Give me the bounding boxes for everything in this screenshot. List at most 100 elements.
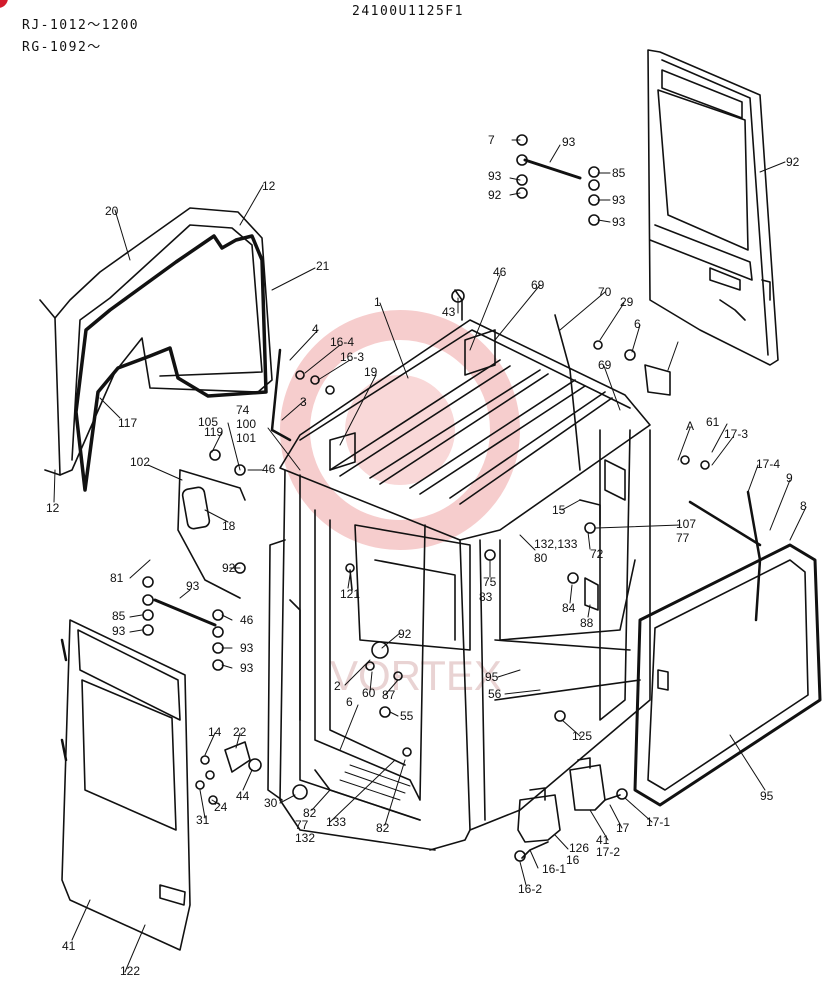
callout-132: 132	[295, 831, 315, 845]
callout-16-3: 16-3	[340, 350, 364, 364]
left-door-group	[60, 619, 191, 951]
callout-16-2: 16-2	[518, 882, 542, 896]
corner-mark	[0, 0, 8, 8]
callout-133: 133	[326, 815, 346, 829]
callout-22: 22	[233, 725, 247, 739]
callout-95: 95	[760, 789, 774, 803]
callout-19: 19	[364, 365, 378, 379]
callout-85: 85	[612, 166, 626, 180]
callout-3: 3	[300, 395, 307, 409]
callout-87: 87	[382, 688, 396, 702]
callout-17-2: 17-2	[596, 845, 620, 859]
right-window-group	[633, 490, 822, 807]
callout-12: 12	[262, 179, 276, 193]
callout-93: 93	[186, 579, 200, 593]
callout-105: 105	[198, 415, 218, 429]
callout-74: 74	[236, 403, 250, 417]
gas-strut-lower	[142, 576, 224, 671]
callout-93: 93	[240, 661, 254, 675]
callout-15: 15	[552, 503, 566, 517]
callout-4: 4	[312, 322, 319, 336]
mirror-group	[177, 449, 246, 599]
callout-70: 70	[598, 285, 612, 299]
callout-46: 46	[493, 265, 507, 279]
callout-92: 92	[222, 561, 236, 575]
callout-56: 56	[488, 687, 502, 701]
cab-body-group	[267, 319, 651, 851]
callout-93: 93	[240, 641, 254, 655]
callout-77: 77	[295, 818, 309, 832]
callout-44: 44	[236, 789, 250, 803]
callout-8: 8	[800, 499, 807, 513]
callout-12: 12	[46, 501, 60, 515]
callout-43: 43	[442, 305, 456, 319]
callout-93: 93	[612, 193, 626, 207]
callout-7: 7	[488, 133, 495, 147]
callout-41: 41	[596, 833, 610, 847]
callout-84: 84	[562, 601, 576, 615]
callout-75: 75	[483, 575, 497, 589]
callout-A: A	[686, 419, 694, 433]
callout-17-4: 17-4	[756, 457, 780, 471]
callout-92: 92	[786, 155, 800, 169]
callout-46: 46	[240, 613, 254, 627]
callout-16: 16	[566, 853, 580, 867]
callout-125: 125	[572, 729, 592, 743]
callout-81: 81	[110, 571, 124, 585]
callout-46: 46	[262, 462, 276, 476]
callout-17-1: 17-1	[646, 815, 670, 829]
callout-69: 69	[531, 278, 545, 292]
callout-61: 61	[706, 415, 720, 429]
window-seal-group	[74, 234, 268, 492]
callout-6: 6	[634, 317, 641, 331]
callout-83: 83	[479, 590, 493, 604]
callout-17-3: 17-3	[724, 427, 748, 441]
callout-41: 41	[62, 939, 76, 953]
callout-82: 82	[303, 806, 317, 820]
callout-30: 30	[264, 796, 278, 810]
callout-92: 92	[488, 188, 502, 202]
callout-126: 126	[569, 841, 589, 855]
watermark-logo: VORTEX	[280, 310, 520, 699]
callout-122: 122	[120, 964, 140, 978]
callout-119: 119	[204, 425, 223, 439]
callout-55: 55	[400, 709, 414, 723]
callout-95: 95	[485, 670, 499, 684]
callout-6: 6	[346, 695, 353, 709]
callout-20: 20	[105, 204, 119, 218]
callout-17: 17	[616, 821, 630, 835]
callout-132-133: 132,133	[534, 537, 578, 551]
callout-101: 101	[236, 431, 256, 445]
callout-2: 2	[334, 679, 341, 693]
callout-93: 93	[488, 169, 502, 183]
callout-100: 100	[236, 417, 256, 431]
callout-80: 80	[534, 551, 548, 565]
callout-93: 93	[112, 624, 126, 638]
hardware-group	[195, 289, 710, 862]
callout-92: 92	[398, 627, 412, 641]
callout-88: 88	[580, 616, 594, 630]
callout-16-1: 16-1	[542, 862, 566, 876]
callout-93: 93	[612, 215, 626, 229]
callout-60: 60	[362, 686, 376, 700]
callout-21: 21	[316, 259, 330, 273]
figure-code: 24100U1125F1	[352, 4, 464, 19]
callout-16-4: 16-4	[330, 335, 354, 349]
callout-14: 14	[208, 725, 222, 739]
callout-107: 107	[676, 517, 696, 531]
callout-29: 29	[620, 295, 634, 309]
callout-117: 117	[118, 416, 137, 430]
callout-82: 82	[376, 821, 390, 835]
callout-77: 77	[676, 531, 690, 545]
callout-31: 31	[196, 813, 210, 827]
serial-range-1: RJ-1012～1200	[22, 18, 140, 33]
callout-69: 69	[598, 358, 612, 372]
callout-18: 18	[222, 519, 236, 533]
watermark-text: VORTEX	[330, 652, 502, 699]
callout-121: 121	[340, 587, 360, 601]
callout-72: 72	[590, 547, 604, 561]
callout-24: 24	[214, 800, 228, 814]
leader-lines	[53, 139, 807, 973]
